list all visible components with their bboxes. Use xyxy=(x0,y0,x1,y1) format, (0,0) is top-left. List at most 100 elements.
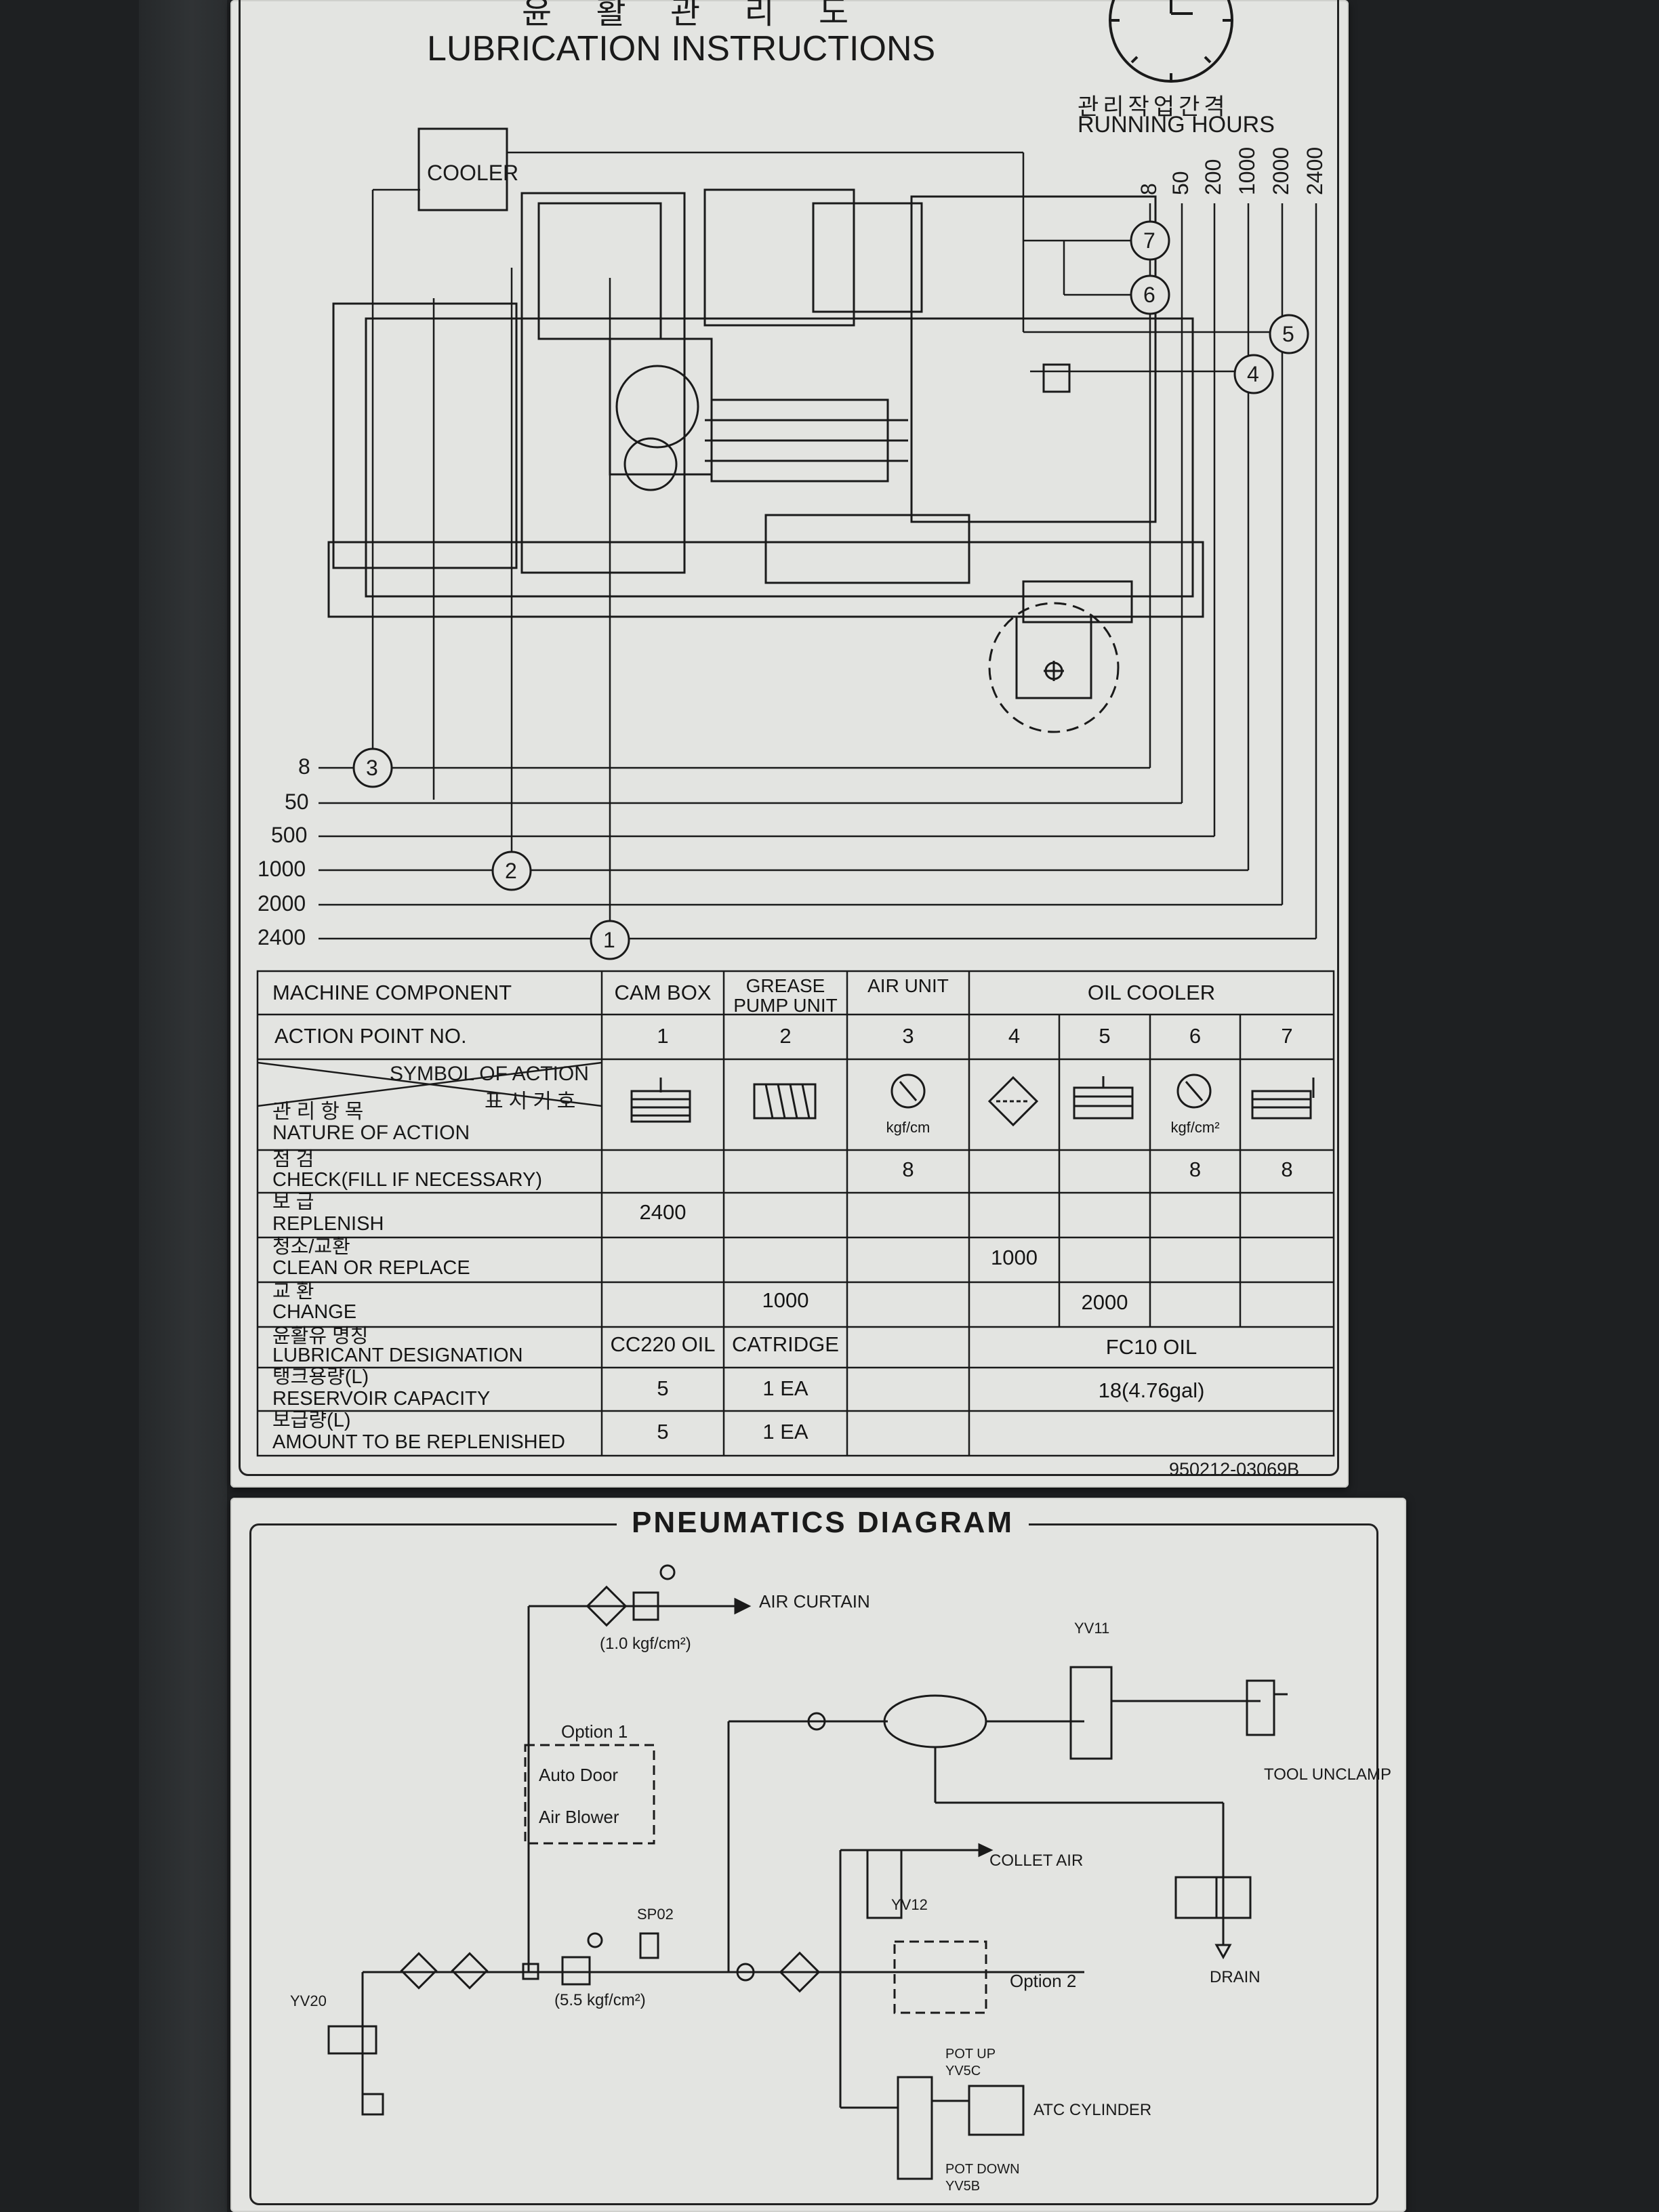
top-hour-1000: 1000 xyxy=(1235,146,1259,195)
marker-5 xyxy=(1269,314,1309,354)
unit-kgf-cm: kgf/cm xyxy=(886,1119,930,1136)
machine-drawing xyxy=(327,127,1204,733)
marker-label-4: 4 xyxy=(1247,362,1259,386)
tool-unclamp-label: TOOL UNCLAMP xyxy=(1264,1765,1392,1784)
lubrication-plate: 윤 활 관 리 도 LUBRICATION INSTRUCTIONS xyxy=(230,0,1349,1488)
check-level-icon xyxy=(1251,1078,1315,1120)
left-hour-500: 500 xyxy=(271,823,308,847)
marker-label-1: 1 xyxy=(603,928,615,952)
row-capacity-en: RESERVOIR CAPACITY xyxy=(272,1388,491,1410)
title-korean: 윤 활 관 리 도 xyxy=(522,0,867,30)
symbol-korean-label: 표시기호 xyxy=(485,1090,581,1113)
marker-label-3: 3 xyxy=(366,756,378,780)
row-check-en: CHECK(FILL IF NECESSARY) xyxy=(272,1169,543,1191)
option2-label: Option 2 xyxy=(1010,1971,1077,1991)
action-point-header: ACTION POINT NO. xyxy=(274,1024,467,1048)
lubricant-oil-cooler: FC10 OIL xyxy=(1105,1335,1197,1359)
check-point-6: 8 xyxy=(1189,1158,1202,1181)
pressure-low-label: (1.0 kgf/cm²) xyxy=(600,1635,691,1653)
option1-label: Option 1 xyxy=(561,1721,628,1742)
part-number: 950212-03069B xyxy=(1169,1459,1300,1479)
clean-point-4: 1000 xyxy=(991,1246,1038,1269)
capacity-grease-pump: 1 EA xyxy=(762,1376,808,1400)
change-point-2: 1000 xyxy=(762,1288,809,1312)
amount-grease-pump: 1 EA xyxy=(762,1420,808,1443)
action-point-4: 4 xyxy=(1008,1024,1021,1048)
air-blower-label: Air Blower xyxy=(539,1807,619,1827)
check-point-7: 8 xyxy=(1281,1158,1293,1181)
row-change-en: CHANGE xyxy=(272,1301,357,1323)
pneumatics-diagram xyxy=(327,1564,1288,2180)
running-hours-korean: 관리작업간격 xyxy=(1078,94,1229,120)
component-cam-box: CAM BOX xyxy=(614,981,712,1004)
sp02-label: SP02 xyxy=(637,1906,674,1923)
pressure-main-label: (5.5 kgf/cm²) xyxy=(554,1991,646,2009)
action-point-6: 6 xyxy=(1189,1024,1202,1048)
marker-7 xyxy=(1130,220,1170,261)
row-replenish-ko: 보 급 xyxy=(272,1191,314,1213)
collet-air-label: COLLET AIR xyxy=(989,1851,1084,1870)
action-point-2: 2 xyxy=(779,1024,792,1048)
row-lubricant-en: LUBRICANT DESIGNATION xyxy=(272,1345,523,1366)
check-point-3: 8 xyxy=(902,1158,914,1181)
running-hours-label: RUNNING HOURS xyxy=(1078,112,1275,138)
row-capacity-ko: 탱크용량(L) xyxy=(272,1366,369,1388)
lubrication-diagram xyxy=(256,0,1335,1457)
marker-6 xyxy=(1130,274,1170,315)
marker-label-5: 5 xyxy=(1282,322,1294,346)
row-amount-en: AMOUNT TO BE REPLENISHED xyxy=(272,1431,565,1453)
pot-down-label: POT DOWN xyxy=(945,2162,1020,2177)
marker-label-2: 2 xyxy=(505,859,517,883)
nature-of-action-label: NATURE OF ACTION xyxy=(272,1122,470,1144)
yv5b-label: YV5B xyxy=(945,2179,981,2194)
top-hour-2400: 2400 xyxy=(1303,146,1327,195)
leader-lines xyxy=(319,151,1317,940)
component-grease-pump: GREASE PUMP UNIT xyxy=(733,975,838,1017)
component-oil-cooler: OIL COOLER xyxy=(1087,981,1216,1004)
row-replenish-en: REPLENISH xyxy=(272,1213,384,1235)
cabinet-edge xyxy=(139,0,227,2212)
clock-icon xyxy=(1109,0,1233,83)
marker-2 xyxy=(491,851,532,891)
unit-kgf-cm2: kgf/cm² xyxy=(1170,1119,1220,1136)
title-english: LUBRICATION INSTRUCTIONS xyxy=(427,29,936,68)
left-hour-8: 8 xyxy=(298,754,310,779)
action-point-5: 5 xyxy=(1099,1024,1111,1048)
pneumatics-plate: PNEUMATICS DIAGRAM xyxy=(230,1498,1406,2212)
marker-label-6: 6 xyxy=(1143,283,1155,307)
pot-up-label: POT UP xyxy=(945,2047,996,2062)
air-curtain-label: AIR CURTAIN xyxy=(759,1591,870,1612)
capacity-cam-box: 5 xyxy=(657,1376,669,1400)
atc-cylinder-label: ATC CYLINDER xyxy=(1033,2101,1152,2119)
marker-label-7: 7 xyxy=(1143,228,1155,253)
left-hour-50: 50 xyxy=(285,790,309,814)
row-clean-en: CLEAN OR REPLACE xyxy=(272,1257,470,1279)
yv12-label: YV12 xyxy=(891,1896,928,1913)
yv11-label: YV11 xyxy=(1074,1620,1110,1637)
marker-1 xyxy=(590,920,630,960)
action-point-markers xyxy=(352,220,1309,960)
row-clean-ko: 청소/교환 xyxy=(272,1236,350,1258)
left-hour-2000: 2000 xyxy=(258,891,306,916)
action-point-7: 7 xyxy=(1281,1024,1293,1048)
left-hour-2400: 2400 xyxy=(258,925,306,949)
lubricant-cam-box: CC220 OIL xyxy=(610,1332,716,1356)
marker-4 xyxy=(1233,354,1274,394)
lubrication-table-grid xyxy=(256,970,1335,1457)
grease-cartridge-icon xyxy=(753,1083,817,1120)
action-point-3: 3 xyxy=(902,1024,914,1048)
auto-door-label: Auto Door xyxy=(539,1765,619,1785)
top-hour-200: 200 xyxy=(1201,159,1225,195)
left-hour-1000: 1000 xyxy=(258,857,306,881)
top-hour-50: 50 xyxy=(1168,171,1193,195)
top-hour-8: 8 xyxy=(1136,183,1161,195)
nature-korean-label: 관리항목 xyxy=(272,1101,369,1123)
replenish-point-1: 2400 xyxy=(639,1200,687,1224)
component-header: MACHINE COMPONENT xyxy=(272,981,512,1004)
component-air-unit: AIR UNIT xyxy=(867,975,949,996)
capacity-oil-cooler: 18(4.76gal) xyxy=(1098,1378,1205,1402)
pneumatics-title: PNEUMATICS DIAGRAM xyxy=(617,1506,1029,1540)
row-change-ko: 교 환 xyxy=(272,1281,314,1303)
top-hour-2000: 2000 xyxy=(1269,146,1293,195)
lubrication-plate-border xyxy=(239,0,1339,1476)
